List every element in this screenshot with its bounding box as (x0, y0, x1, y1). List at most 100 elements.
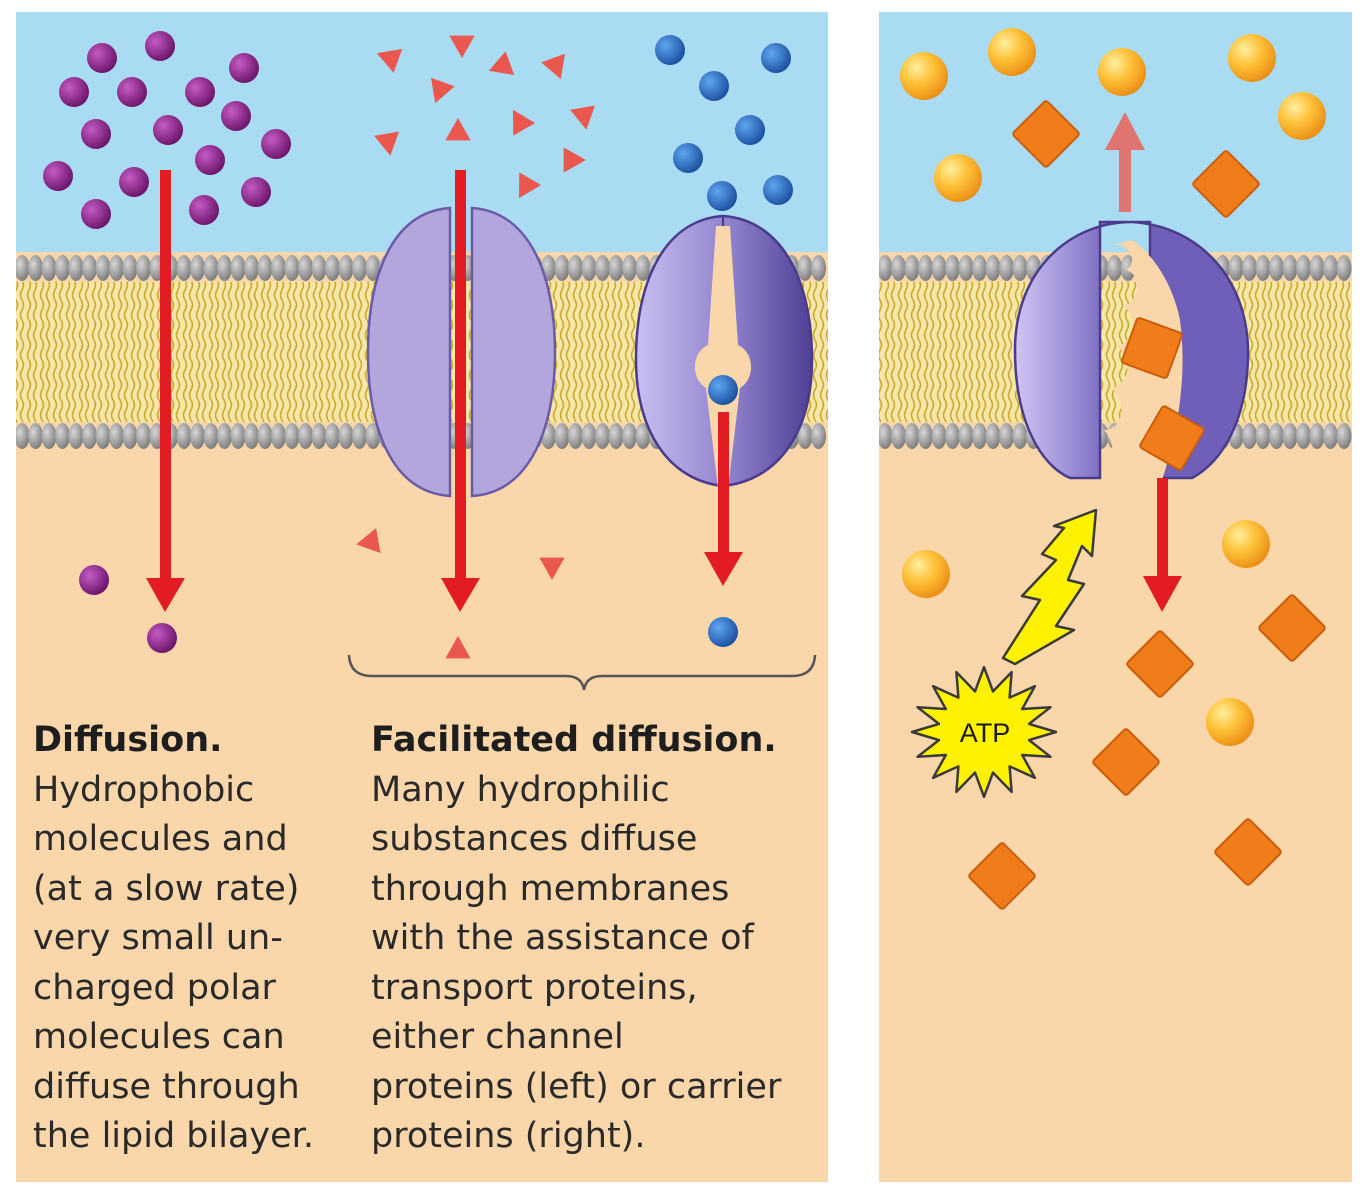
phospholipid-head (271, 423, 286, 449)
phospholipid-head (554, 255, 570, 281)
phospholipid-head (1309, 255, 1325, 281)
blue-molecule-icon (673, 143, 703, 173)
phospholipid-head (891, 423, 906, 449)
phospholipid-head (568, 255, 583, 281)
phospholipid-head (16, 423, 30, 449)
diffusion-line: Hydrophobic (33, 769, 255, 810)
phospholipid-head (284, 423, 300, 449)
phospholipid-head (41, 255, 57, 281)
purple-molecule-icon (145, 31, 175, 61)
phospholipid-head (284, 255, 300, 281)
purple-molecule-icon (185, 77, 215, 107)
purple-molecules (43, 31, 291, 653)
purple-molecule-icon (195, 145, 225, 175)
phospholipid-head (217, 423, 232, 449)
phospholipid-head (1336, 255, 1352, 281)
phospholipid-head (1336, 423, 1352, 449)
phospholipid-head (41, 423, 57, 449)
blue-molecule-icon (761, 43, 791, 73)
phospholipid-head (365, 423, 381, 449)
purple-molecule-icon (241, 177, 271, 207)
phospholipid-head (176, 255, 192, 281)
phospholipid-head (1282, 255, 1298, 281)
orange-squares (968, 100, 1326, 910)
phospholipid-head (999, 423, 1014, 449)
phospholipid-head (958, 255, 974, 281)
phospholipid-head (365, 255, 381, 281)
phospholipid-head (230, 423, 246, 449)
blue-molecule-icon (735, 115, 765, 145)
phospholipid-head (595, 423, 610, 449)
lipid-tails-right (879, 282, 1352, 422)
purple-molecule-icon (87, 43, 117, 73)
phospholipid-head (1120, 255, 1136, 281)
phospholipid-head (891, 255, 906, 281)
phospholipid-head (325, 423, 340, 449)
phospholipid-head (298, 255, 313, 281)
lightning-bolt-icon (1001, 508, 1098, 666)
phospholipid-head (95, 255, 111, 281)
purple-molecule-icon (189, 195, 219, 225)
red-triangle-icon (445, 636, 471, 659)
phospholipid-head (635, 255, 651, 281)
facilitated-line: proteins (right). (371, 1116, 646, 1156)
phospholipid-head (595, 255, 610, 281)
orange-square-icon (1214, 818, 1282, 886)
purple-molecule-icon (261, 129, 291, 159)
phospholipid-head (1323, 255, 1338, 281)
phospholipid-head (217, 255, 232, 281)
blue-molecule-icon (699, 71, 729, 101)
phospholipid-head (985, 255, 1001, 281)
phospholipid-head (1012, 423, 1028, 449)
phospholipid-head (985, 423, 1001, 449)
purple-molecule-icon (153, 115, 183, 145)
phospholipid-head (311, 255, 327, 281)
phospholipid-head (581, 423, 597, 449)
orange-square-icon (968, 842, 1036, 910)
phospholipid-head (55, 255, 70, 281)
red-triangle-icon (356, 528, 381, 553)
phospholipid-head (608, 255, 624, 281)
phospholipid-head (190, 255, 205, 281)
phospholipid-head (1242, 255, 1257, 281)
phospholipid-head (68, 423, 84, 449)
phospholipid-head (1282, 423, 1298, 449)
orange-sphere-icon (988, 28, 1036, 76)
phospholipid-head (109, 423, 124, 449)
phospholipid-head (298, 423, 313, 449)
phospholipid-head (203, 423, 219, 449)
purple-molecule-icon (43, 161, 73, 191)
blue-molecule-icon (708, 617, 738, 647)
phospholipid-head (1242, 423, 1257, 449)
phospholipid-head (972, 255, 987, 281)
facilitated-line: through membranes (371, 868, 730, 909)
facilitated-line: transport proteins, (371, 967, 698, 1008)
phospholipid-head (931, 255, 947, 281)
channel-protein (366, 206, 557, 498)
red-triangle-icon (563, 147, 586, 173)
phospholipid-head (244, 255, 259, 281)
phospholipid-head (338, 255, 354, 281)
phospholipid-head (176, 423, 192, 449)
phospholipid-head (972, 423, 987, 449)
red-triangle-icon (449, 35, 475, 58)
phospholipid-head (352, 423, 367, 449)
phospholipid-head (1296, 423, 1311, 449)
purple-molecule-icon (147, 623, 177, 653)
phospholipid-head (136, 423, 151, 449)
phospholipid-head (338, 423, 354, 449)
diffusion-title: Diffusion. (33, 720, 223, 760)
phospholipid-head (622, 255, 637, 281)
phospholipid-head (82, 255, 97, 281)
orange-sphere-icon (900, 52, 948, 100)
facilitated-line: substances diffuse (371, 819, 698, 859)
diffusion-line: charged polar (33, 967, 276, 1008)
facilitated-line: either channel (371, 1017, 624, 1057)
phospholipid-head (271, 255, 286, 281)
orange-sphere-icon (1278, 92, 1326, 140)
phospholipid-head (122, 423, 138, 449)
orange-square-icon (1126, 630, 1194, 698)
facilitated-diffusion-caption: Facilitated diffusion. Many hydrophilic … (371, 716, 811, 1162)
phospholipid-head (352, 255, 367, 281)
